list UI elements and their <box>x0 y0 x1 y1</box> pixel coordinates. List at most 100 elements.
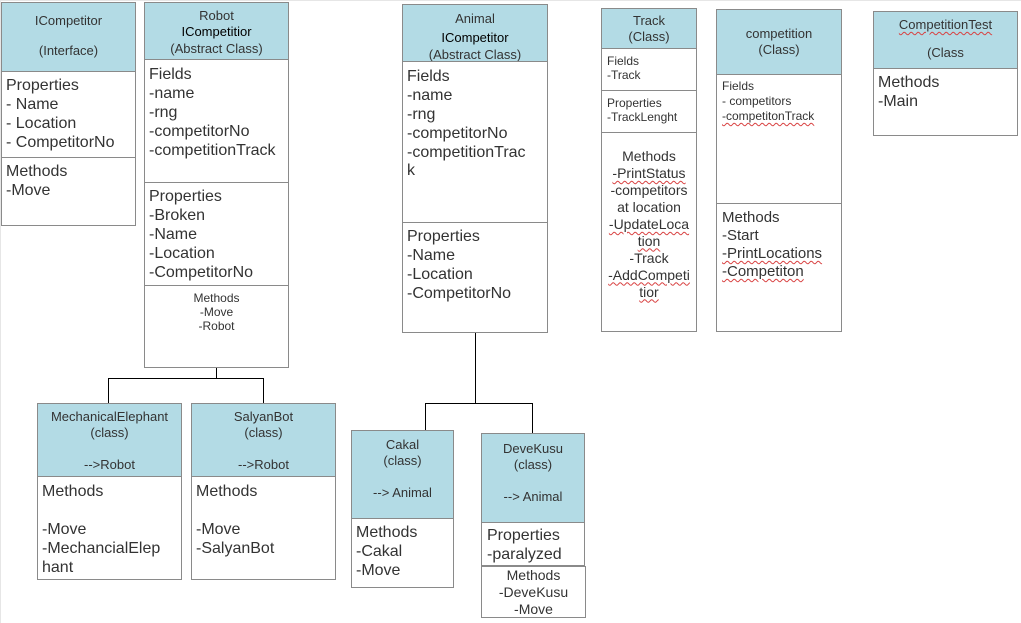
track-method-printstatus: -PrintStatus <box>612 164 686 181</box>
icompetitor-class-box[interactable]: ICompetitor (Interface) Properties - Nam… <box>1 2 136 226</box>
mechanicalelephant-inherits: -->Robot <box>84 456 135 472</box>
track-fields: Fields -Track <box>607 54 641 83</box>
mechanicalelephant-methods-section: Methods -Move -MechancialElep hant <box>38 476 181 579</box>
devekusu-inherits: --> Animal <box>503 488 563 504</box>
track-methods-section: Methods -PrintStatus -competitors at loc… <box>602 132 696 331</box>
competition-methods-title: Methods <box>722 209 780 226</box>
track-method-competitors-cont: at location <box>617 198 681 215</box>
icompetitor-stereotype: (Interface) <box>38 43 99 59</box>
competition-fields-title: Fields <box>722 79 755 93</box>
robot-fields-section: Fields -name -rng -competitorNo -competi… <box>145 59 288 182</box>
track-class-box[interactable]: Track (Class) Fields -Track Properties -… <box>601 8 697 332</box>
competitiontest-class-box[interactable]: CompetitionTest (Class Methods -Main <box>873 11 1018 136</box>
icompetitor-properties: Properties - Name - Location - Competito… <box>6 77 115 151</box>
connector-animal-bar <box>425 403 533 404</box>
animal-fields-section: Fields -name -rng -competitorNo -competi… <box>403 61 547 222</box>
competition-fields: Fields - competitors -competitonTrack <box>722 79 814 124</box>
competition-method-printlocations: -PrintLocations <box>722 245 823 262</box>
salyanbot-name: SalyanBot <box>233 409 294 424</box>
animal-name: Animal <box>455 11 495 26</box>
track-methods: Methods -PrintStatus -competitors at loc… <box>602 148 696 300</box>
salyanbot-class-box[interactable]: SalyanBot (class) -->Robot Methods -Move… <box>191 403 336 580</box>
competition-methods: Methods -Start -PrintLocations -Competit… <box>722 209 822 281</box>
cakal-inherits: --> Animal <box>373 484 432 500</box>
animal-properties: Properties -Name -Location -CompetitorNo <box>407 228 512 302</box>
track-methods-title: Methods <box>622 148 676 164</box>
competition-fields-section: Fields - competitors -competitonTrack <box>717 74 841 203</box>
track-properties-section: Properties -TrackLenght <box>602 90 696 132</box>
competitiontest-name: CompetitionTest <box>898 17 993 32</box>
competition-field-competitors: - competitors <box>722 94 792 108</box>
track-method-competitors: -competitors <box>610 181 688 198</box>
track-properties: Properties -TrackLenght <box>607 96 678 125</box>
mechanicalelephant-methods: Methods -Move -MechancialElep hant <box>42 483 161 576</box>
competition-header: competition (Class) <box>717 10 841 74</box>
devekusu-stereotype: (class) <box>513 457 553 473</box>
track-method-addcompetitor: -AddCompeti <box>608 266 690 283</box>
devekusu-methods-box[interactable]: Methods -DeveKusu -Move <box>481 566 586 618</box>
robot-interface: ICompetitior <box>181 24 252 40</box>
icompetitor-methods-section: Methods -Move <box>2 157 135 225</box>
track-method-updatelocation: -UpdateLoca <box>608 215 690 232</box>
icompetitor-methods: Methods -Move <box>6 163 68 199</box>
competitiontest-stereotype: (Class <box>927 45 964 61</box>
connector-animal-to-cakal <box>425 403 426 430</box>
competition-method-start: -Start <box>722 227 759 244</box>
robot-stereotype: (Abstract Class) <box>170 40 263 56</box>
track-fields-section: Fields -Track <box>602 48 696 90</box>
mechanicalelephant-stereotype: (class) <box>90 425 129 441</box>
devekusu-properties: Properties -paralyzed <box>487 527 562 563</box>
salyanbot-methods-section: Methods -Move -SalyanBot <box>192 476 335 579</box>
animal-properties-section: Properties -Name -Location -CompetitorNo <box>403 222 547 332</box>
salyanbot-stereotype: (class) <box>244 425 283 441</box>
connector-robot-to-mechanicalelephant <box>108 378 109 403</box>
robot-fields: Fields -name -rng -competitorNo -competi… <box>149 66 276 159</box>
robot-properties: Properties -Broken -Name -Location -Comp… <box>149 188 254 281</box>
track-name: Track <box>632 13 666 28</box>
icompetitor-properties-section: Properties - Name - Location - Competito… <box>2 71 135 157</box>
mechanicalelephant-name: MechanicalElephant <box>50 409 169 424</box>
devekusu-class-box[interactable]: DeveKusu (class) --> Animal Properties -… <box>481 433 585 566</box>
cakal-header: Cakal (class) --> Animal <box>352 431 453 518</box>
robot-class-box[interactable]: Robot ICompetitior (Abstract Class) Fiel… <box>144 2 289 368</box>
track-method-track: -Track <box>629 249 669 266</box>
animal-stereotype: (Abstract Class) <box>428 46 522 62</box>
icompetitor-name: ICompetitor <box>34 13 103 28</box>
devekusu-header: DeveKusu (class) --> Animal <box>482 434 584 522</box>
competition-methods-section: Methods -Start -PrintLocations -Competit… <box>717 203 841 331</box>
connector-animal-stem <box>475 333 476 404</box>
connector-robot-stem <box>216 368 217 379</box>
connector-robot-bar <box>108 378 264 379</box>
cakal-stereotype: (class) <box>383 453 422 469</box>
cakal-name: Cakal <box>385 437 420 452</box>
connector-animal-to-devekusu <box>532 403 533 433</box>
cakal-class-box[interactable]: Cakal (class) --> Animal Methods -Cakal … <box>351 430 454 588</box>
salyanbot-inherits: -->Robot <box>238 456 289 472</box>
competition-field-competitiontrack: -competitonTrack <box>722 109 815 123</box>
animal-interface: ICompetitor <box>441 30 509 46</box>
track-header: Track (Class) <box>602 9 696 48</box>
animal-class-box[interactable]: Animal ICompetitor (Abstract Class) Fiel… <box>402 4 548 333</box>
track-method-updatelocation-cont: tion <box>637 232 661 249</box>
competitiontest-methods-section: Methods -Main <box>874 68 1017 135</box>
devekusu-name: DeveKusu <box>503 441 563 456</box>
cakal-methods: Methods -Cakal -Move <box>356 524 418 579</box>
devekusu-properties-section: Properties -paralyzed <box>482 522 584 565</box>
left-border <box>0 0 1 623</box>
top-border <box>0 0 1021 1</box>
competitiontest-methods: Methods -Main <box>878 74 940 110</box>
track-stereotype: (Class) <box>628 29 670 45</box>
salyanbot-methods: Methods -Move -SalyanBot <box>196 483 275 557</box>
robot-name: Robot <box>199 8 234 23</box>
animal-fields: Fields -name -rng -competitorNo -competi… <box>407 68 526 180</box>
animal-header: Animal ICompetitor (Abstract Class) <box>403 5 547 62</box>
competition-class-box[interactable]: competition (Class) Fields - competitors… <box>716 9 842 332</box>
competition-name: competition <box>745 26 813 41</box>
mechanicalelephant-class-box[interactable]: MechanicalElephant (class) -->Robot Meth… <box>37 403 182 580</box>
robot-methods-section: Methods -Move -Robot <box>145 285 288 367</box>
robot-properties-section: Properties -Broken -Name -Location -Comp… <box>145 182 288 285</box>
devekusu-methods: Methods -DeveKusu -Move <box>498 567 569 618</box>
competitiontest-header: CompetitionTest (Class <box>874 12 1017 68</box>
track-method-addcompetitor-cont: tior <box>639 283 659 300</box>
connector-robot-to-salyanbot <box>263 378 264 403</box>
